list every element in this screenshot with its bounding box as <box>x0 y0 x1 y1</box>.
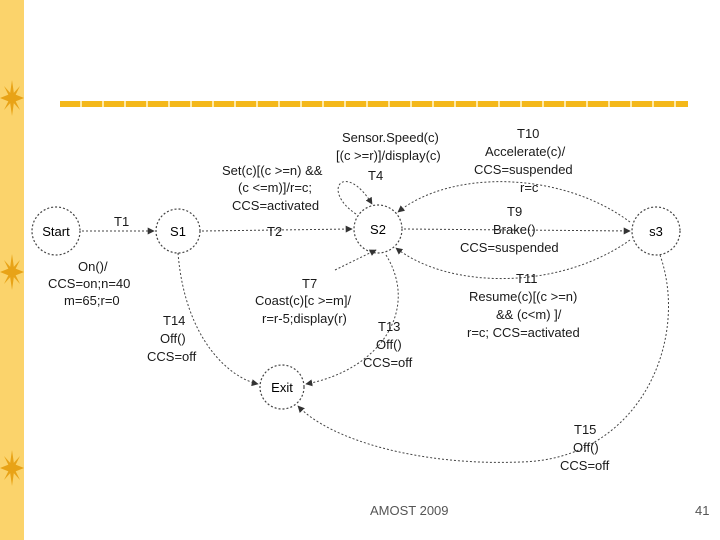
label-t4: T4 <box>368 168 383 183</box>
label-t13: T13 Off() CCS=off <box>363 319 413 370</box>
label-t9: T9 Brake() CCS=suspended <box>460 204 559 255</box>
label-t7: T7 Coast(c)[c >=m]/ r=r-5;display(r) <box>255 276 355 326</box>
title-rule <box>60 101 688 107</box>
state-s1-label: S1 <box>170 224 186 239</box>
arrow-t2 <box>201 225 353 233</box>
footer-conference: AMOST 2009 <box>370 503 449 518</box>
label-set: Set(c)[(c >=n) && (c <=m)]/r=c; CCS=acti… <box>222 163 326 213</box>
state-s3: s3 <box>631 206 681 256</box>
state-s2: S2 <box>353 204 403 254</box>
label-t11: T11 Resume(c)[(c >=n) && (c<m) ]/ r=c; C… <box>467 271 581 340</box>
label-t1: T1 <box>114 214 129 229</box>
arrow-t13 <box>305 254 399 387</box>
arrow-t10 <box>397 181 631 223</box>
arrow-t7 <box>334 249 377 271</box>
sun-star-icon <box>0 254 24 290</box>
arrow-t9 <box>403 227 631 235</box>
label-t2: T2 <box>267 224 282 239</box>
state-exit: Exit <box>259 364 305 410</box>
arrow-t15 <box>297 254 669 463</box>
label-t15: T15 Off() CCS=off <box>560 422 610 473</box>
label-on: On()/ CCS=on;n=40 m=65;r=0 <box>48 259 134 308</box>
state-s1: S1 <box>155 208 201 254</box>
label-t10: T10 Accelerate(c)/ CCS=suspended r=c <box>474 126 576 195</box>
state-s3-label: s3 <box>649 224 663 239</box>
label-sensor-speed: Sensor.Speed(c) [(c >=r)]/display(c) <box>336 130 442 163</box>
arrow-t4 <box>337 181 373 215</box>
sun-star-icon <box>0 80 24 116</box>
page-number: 41 <box>695 503 710 518</box>
state-exit-label: Exit <box>271 380 293 395</box>
arrow-t11 <box>395 239 631 280</box>
arrow-t14 <box>177 252 259 387</box>
label-t14: T14 Off() CCS=off <box>147 313 197 364</box>
state-start: Start <box>31 206 81 256</box>
state-s2-label: S2 <box>370 222 386 237</box>
state-start-label: Start <box>42 224 70 239</box>
sun-star-icon <box>0 450 24 486</box>
